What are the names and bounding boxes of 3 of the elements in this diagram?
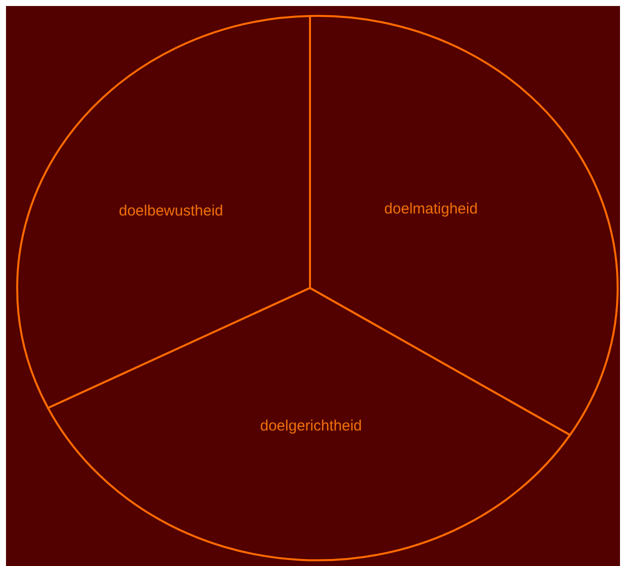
sector-label: doelgerichtheid: [260, 418, 362, 434]
sector-label: doelbewustheid: [118, 202, 224, 220]
sector-label: doelmatigheid: [384, 200, 478, 218]
